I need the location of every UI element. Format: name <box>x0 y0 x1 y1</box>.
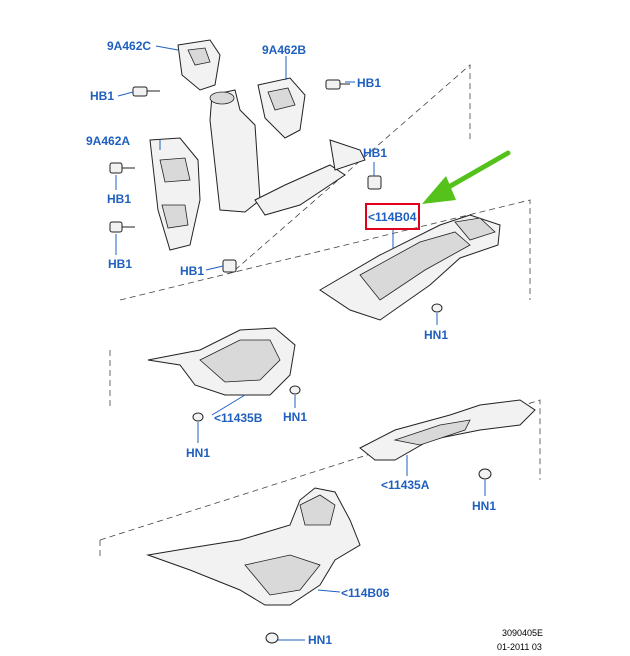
heat-shield-114b06 <box>146 487 361 606</box>
label-hn1-c: HN1 <box>283 410 307 424</box>
highlight-box <box>365 203 420 230</box>
label-11435a: <11435A <box>381 478 430 492</box>
leader-114b06 <box>317 589 341 593</box>
leader-hb1-f <box>205 265 224 271</box>
bolt-hb1-c <box>367 175 382 190</box>
bracket-9a462b <box>257 77 306 139</box>
label-hb1-f: HB1 <box>180 264 204 278</box>
label-hb1-c: HB1 <box>363 146 387 160</box>
label-114b04: <114B04 <box>368 210 417 224</box>
reference-code: 3090405E <box>502 628 543 638</box>
bolt-hb1-a <box>132 86 160 97</box>
catalytic-converter <box>209 89 366 216</box>
leader-11435b <box>211 394 246 416</box>
label-9a462a: 9A462A <box>86 134 130 148</box>
label-hb1-d: HB1 <box>107 192 131 206</box>
label-hb1-b: HB1 <box>357 76 381 90</box>
heat-shield-114b04 <box>319 214 501 321</box>
label-hb1-a: HB1 <box>90 89 114 103</box>
nut-hn1-a <box>431 303 443 313</box>
nut-hn1-d <box>478 468 492 480</box>
heat-shield-11435a <box>359 399 536 461</box>
guide-box-lower <box>99 399 541 541</box>
reference-date: 01-2011 03 <box>497 642 542 652</box>
bolt-hb1-b <box>325 79 350 90</box>
bolt-hb1-e <box>109 221 135 233</box>
label-9a462c: 9A462C <box>107 39 151 53</box>
label-11435b: <11435B <box>214 411 263 425</box>
green-arrow-icon <box>422 150 511 204</box>
label-hn1-a: HN1 <box>424 328 448 342</box>
guide-box-heatshield <box>119 199 531 301</box>
bracket-9a462c <box>177 39 221 91</box>
label-hn1-e: HN1 <box>308 633 332 647</box>
nut-hn1-b <box>192 412 204 422</box>
label-hn1-b: HN1 <box>186 446 210 460</box>
label-114b06: <114B06 <box>341 586 390 600</box>
heat-shield-11435b <box>147 327 296 396</box>
label-hb1-e: HB1 <box>108 257 132 271</box>
bracket-9a462a <box>149 137 201 251</box>
guide-box-upper <box>234 64 471 271</box>
bolt-hb1-f <box>222 259 237 273</box>
bolt-hb1-d <box>109 162 135 174</box>
nut-hn1-e <box>265 632 279 644</box>
nut-hn1-c <box>289 385 301 395</box>
leader-9a462c <box>155 45 179 51</box>
label-9a462b: 9A462B <box>262 43 306 57</box>
leader-hb1-a <box>117 91 134 97</box>
label-hn1-d: HN1 <box>472 499 496 513</box>
